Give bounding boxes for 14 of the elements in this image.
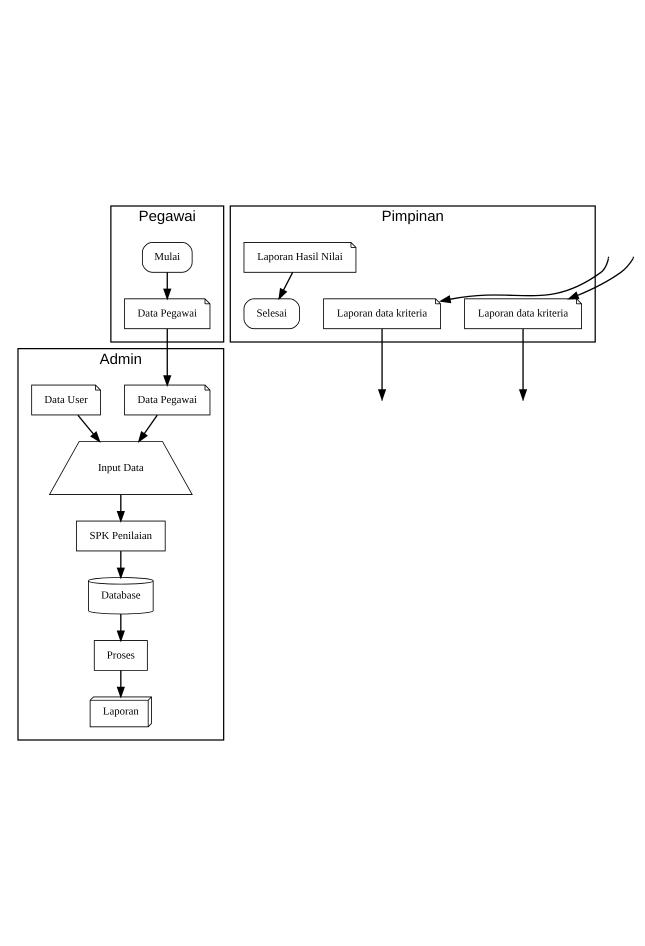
arrow [116, 614, 125, 642]
node-box: Mulai [142, 242, 193, 273]
arrow [278, 272, 294, 300]
arrow [138, 414, 158, 443]
node-box: SPK Penilaian [76, 520, 166, 552]
node-box: Proses [94, 640, 148, 671]
arrow [163, 272, 172, 300]
node-box: Selesai [244, 298, 300, 330]
arrow [116, 670, 125, 699]
arrow [116, 551, 125, 580]
arrow [116, 494, 125, 523]
arrow [77, 414, 101, 443]
arrow [567, 258, 634, 300]
arrow [163, 328, 172, 388]
